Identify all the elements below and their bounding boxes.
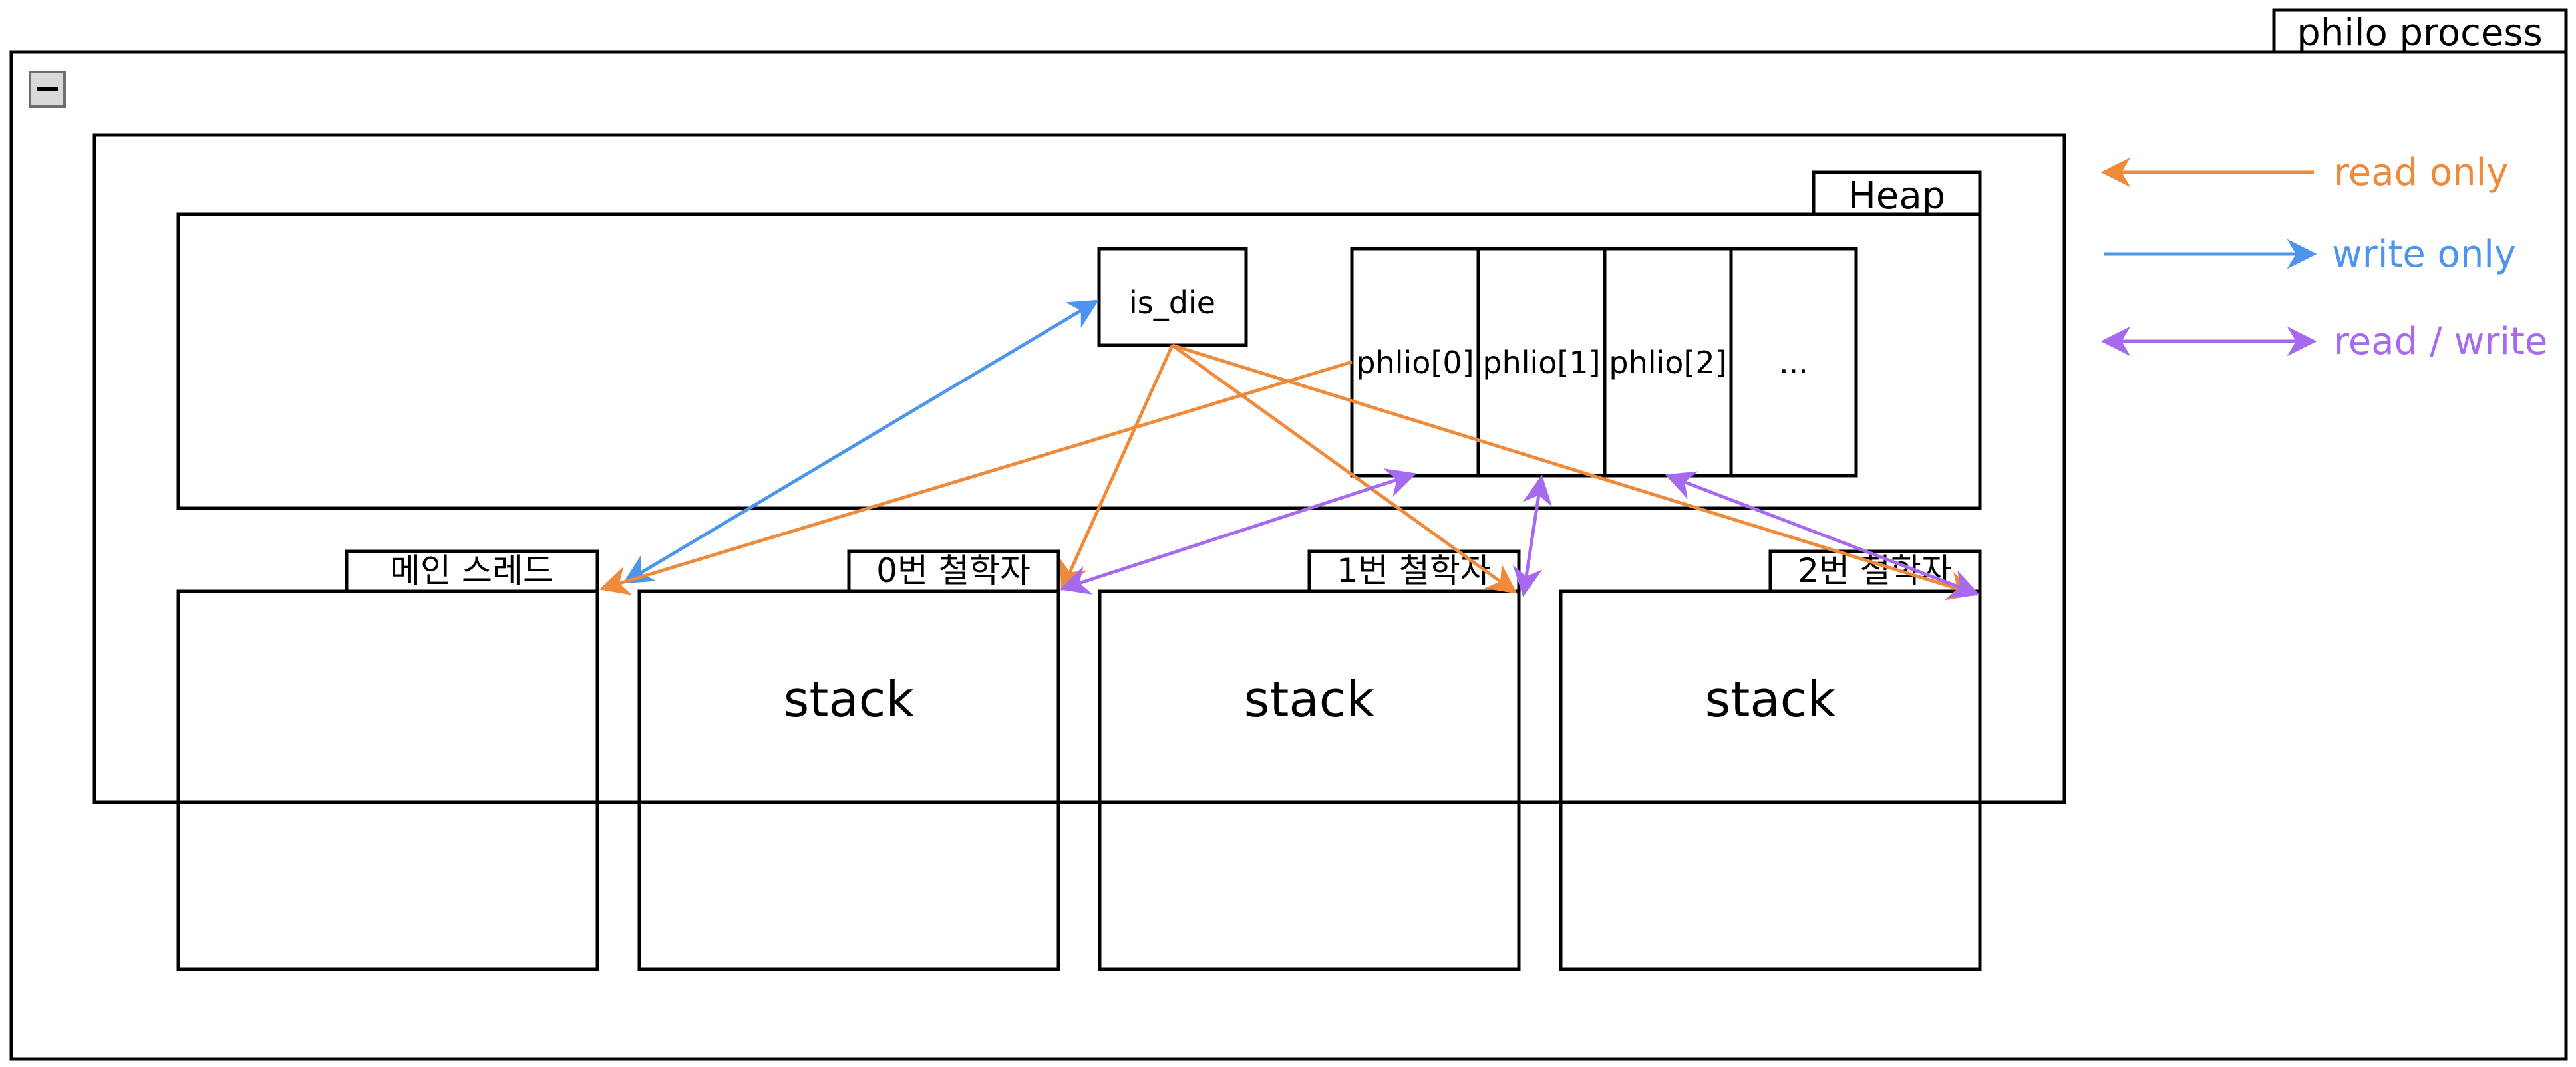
thread-title-tab <box>345 549 599 593</box>
philo-label-2: phlio[2] <box>1609 345 1726 381</box>
thread-philosopher-0: 0번 철학자 stack <box>637 549 1060 971</box>
heap-title: Heap <box>1848 174 1945 218</box>
thread-stack-label: stack <box>784 671 915 728</box>
legend-read-only-label: read only <box>2334 151 2508 194</box>
philo-cell-1 <box>1476 247 1607 478</box>
heap-title-tab <box>1812 170 1982 216</box>
thread-philosopher-1: 1번 철학자 stack <box>1098 549 1521 971</box>
thread-stack-label: stack <box>1705 671 1836 728</box>
arrow-rw-p2-philo2 <box>1665 471 1981 599</box>
philo-label-more: ... <box>1779 345 1808 381</box>
philo-cell-more <box>1729 247 1858 478</box>
arrow-rw-p1-philo1 <box>1512 474 1553 597</box>
thread-philosopher-2: 2번 철학자 stack <box>1559 549 1982 971</box>
thread-stack-box <box>176 589 599 971</box>
arrow-rw-p0-philo0 <box>1059 468 1417 595</box>
legend-write-only-label: write only <box>2332 233 2516 276</box>
collapse-minus-icon[interactable] <box>29 71 66 108</box>
arrows <box>599 299 1981 601</box>
arrow-write-main-to-isdie <box>623 299 1099 584</box>
is-die-label: is_die <box>1129 285 1215 321</box>
process-title-tab <box>2272 8 2568 54</box>
philo-label-1: phlio[1] <box>1482 345 1600 381</box>
philo-array: phlio[0] phlio[1] phlio[2] ... <box>1350 247 1858 478</box>
arrow-read-philo0-to-main <box>599 360 1353 595</box>
thread-stack-box <box>1098 589 1521 971</box>
thread-stack-box <box>1559 589 1982 971</box>
thread-title: 2번 철학자 <box>1798 551 1952 590</box>
legend-read-write-label: read / write <box>2334 320 2547 363</box>
thread-stack-box <box>637 589 1060 971</box>
process-title: philo process <box>2297 11 2542 55</box>
philo-cell-2 <box>1603 247 1733 478</box>
is-die-cell <box>1097 247 1248 347</box>
thread-stack-label: stack <box>1244 671 1375 728</box>
thread-title: 메인 스레드 <box>390 551 554 590</box>
thread-main: 메인 스레드 <box>176 549 599 971</box>
legend: read only write only read / write <box>2100 151 2547 363</box>
philo-label-0: phlio[0] <box>1356 345 1474 381</box>
thread-title: 0번 철학자 <box>876 551 1031 590</box>
